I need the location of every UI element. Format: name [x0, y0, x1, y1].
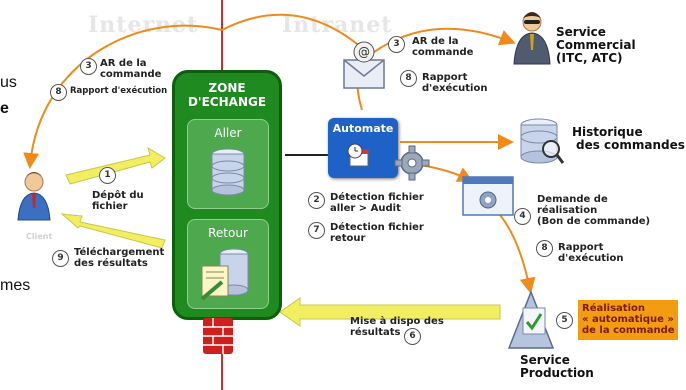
step-9-line1: Téléchargement [74, 247, 165, 258]
retour-box: Retour [187, 219, 269, 309]
edge-text-top: us [0, 74, 17, 91]
step-4-line1: Demande de [537, 194, 608, 205]
step-2-badge: 2 [308, 192, 325, 209]
step-6-line1: Mise à dispo des [350, 316, 444, 327]
step-3a-line2: commande [100, 69, 162, 80]
step-9-badge: 9 [52, 250, 69, 267]
step-3a-badge: 3 [80, 58, 97, 75]
historique-database-icon [520, 118, 565, 164]
client-person-icon [17, 172, 51, 221]
firewall-icon [203, 318, 233, 354]
step-5-line1: Réalisation [582, 303, 645, 314]
step-8b-badge: 8 [400, 70, 417, 87]
step-2-line2: aller > Audit [330, 203, 401, 214]
step-1-badge: 1 [99, 167, 116, 184]
step-7-badge: 7 [308, 222, 325, 239]
svg-text:@: @ [358, 45, 370, 59]
step-8a-label: Rapport d'exécution [70, 86, 168, 96]
step-8c-line1: Rapport [558, 242, 604, 253]
service-commercial-line2: Commercial [556, 38, 636, 52]
arrow-telechargement [60, 213, 166, 249]
automate-box: Automate [328, 118, 398, 178]
retour-label: Retour [208, 226, 248, 240]
step-3b-label: AR de la commande [412, 36, 473, 58]
step-9-label: Téléchargement des résultats [74, 247, 164, 269]
ar-curve-client [23, 24, 223, 169]
client-watermark: Client [26, 232, 53, 241]
edge-text-bold: e [0, 100, 9, 117]
curve-to-commercial [369, 27, 516, 56]
step-7-line2: retour [330, 233, 366, 244]
historique-line2: des commandes [576, 138, 685, 152]
database-icon [211, 148, 245, 196]
step-3a-label: AR de la commande [100, 58, 161, 80]
gear-icon [394, 145, 430, 181]
service-commercial-line3: (ITC, ATC) [556, 51, 623, 65]
step-9-line2: des résultats [74, 258, 148, 269]
step-5-line3: de la commande [582, 325, 675, 336]
step-5-label: Réalisation « automatique » de la comman… [578, 300, 678, 340]
step-5-badge: 5 [556, 312, 573, 329]
service-production-line1: Service [520, 353, 570, 367]
database-report-icon [200, 248, 249, 301]
edge-text-bottom: mes [0, 277, 31, 294]
clock-calendar-icon [347, 143, 369, 167]
step-8c-badge: 8 [536, 240, 553, 257]
service-commercial-icon [513, 12, 551, 65]
service-commercial-title: Service Commercial (ITC, ATC) [556, 26, 636, 65]
step-3b-line1: AR de la [412, 36, 459, 47]
step-1-line1: Dépôt du [92, 190, 144, 201]
step-1-label: Dépôt du fichier [92, 190, 144, 212]
arrow-depot [65, 146, 166, 185]
step-6-badge: 6 [404, 328, 421, 345]
aller-box: Aller [187, 119, 269, 209]
step-8b-label: Rapport d'exécution [422, 72, 487, 94]
historique-title: Historique des commandes [572, 126, 685, 152]
step-4-badge: 4 [514, 208, 531, 225]
step-8b-line2: d'exécution [422, 83, 488, 94]
step-8a-badge: 8 [50, 84, 67, 101]
curve-to-mail [221, 13, 371, 56]
step-8c-label: Rapport d'exécution [558, 242, 623, 264]
demande-to-production [499, 214, 536, 294]
automate-label: Automate [332, 122, 394, 135]
historique-line1: Historique [572, 125, 643, 139]
step-6-line2: résultats [350, 327, 401, 338]
service-production-line2: Production [520, 366, 594, 380]
step-8c-line2: d'exécution [558, 253, 624, 264]
step-3b-line2: commande [412, 47, 474, 58]
zone-echange: ZONE D'ECHANGE Aller Retour [172, 70, 282, 320]
service-commercial-line1: Service [556, 25, 606, 39]
step-3b-badge: 3 [388, 36, 405, 53]
mail-at-icon: @ [343, 41, 385, 89]
step-7-line1: Détection fichier [330, 222, 424, 233]
demande-window-icon [462, 176, 514, 216]
step-3a-line1: AR de la [100, 58, 147, 69]
step-7-label: Détection fichier retour [330, 222, 424, 244]
step-4-line3: (Bon de commande) [537, 216, 651, 227]
step-8b-line1: Rapport [422, 72, 468, 83]
service-production-icon [507, 290, 555, 349]
step-1-line2: fichier [92, 201, 128, 212]
arrow-mise-a-dispo [279, 297, 501, 327]
zone-title-line2: D'ECHANGE [187, 95, 267, 109]
step-4-label: Demande de réalisation (Bon de commande) [537, 194, 650, 227]
service-production-title: Service Production [520, 354, 594, 380]
step-2-label: Détection fichier aller > Audit [330, 192, 424, 214]
step-4-line2: réalisation [537, 205, 598, 216]
step-5-line2: « automatique » [582, 314, 674, 325]
aller-label: Aller [214, 126, 242, 140]
step-6-label: Mise à dispo des résultats [350, 316, 444, 338]
step-2-line1: Détection fichier [330, 192, 424, 203]
zone-title-line1: ZONE [208, 81, 246, 95]
